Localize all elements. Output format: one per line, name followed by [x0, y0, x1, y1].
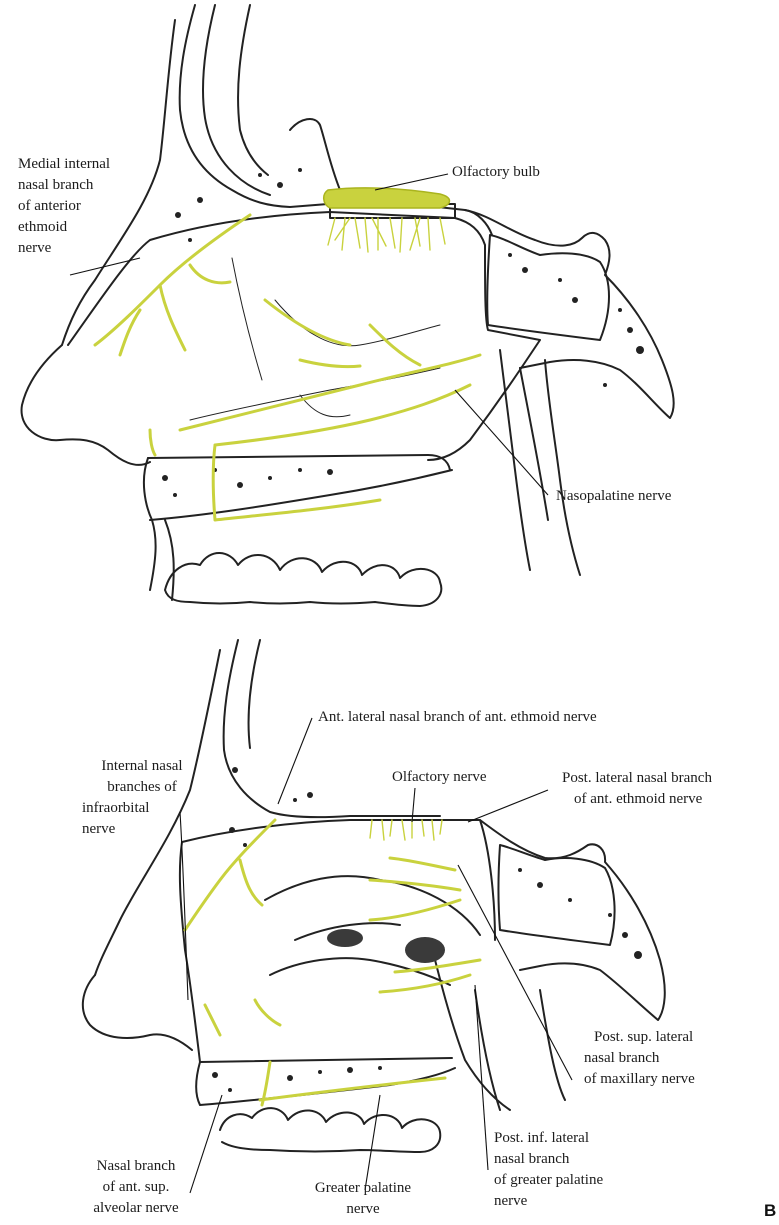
label-internal-nasal-line4: nerve	[72, 819, 212, 840]
top-frontal-bone	[180, 5, 328, 207]
panel-letter: B	[764, 1200, 776, 1221]
label-medial-internal-line2: nasal branch	[18, 175, 110, 196]
label-internal-nasal-line3: infraorbital	[72, 798, 212, 819]
top-septum-boundary	[68, 212, 540, 460]
label-post-inf-lateral-line3: of greater palatine	[494, 1170, 603, 1191]
top-panel-drawing	[22, 5, 674, 606]
top-olfactory-bulb-shape	[324, 188, 450, 208]
bottom-lateral-wall	[182, 820, 495, 940]
top-palate-upper	[148, 455, 450, 470]
top-nasopalatine-lower	[213, 385, 470, 520]
label-ant-lateral-text: Ant. lateral nasal branch of ant. ethmoi…	[318, 707, 597, 728]
label-nasal-branch-asa-line1: Nasal branch	[76, 1156, 196, 1177]
label-internal-nasal-line2: branches of	[72, 777, 212, 798]
label-medial-internal-line1: Medial internal	[18, 154, 110, 175]
label-medial-internal-line4: ethmoid	[18, 217, 110, 238]
bottom-turbinates	[265, 876, 480, 985]
label-medial-internal-line5: nerve	[18, 238, 110, 259]
leader-olfactory-bulb	[375, 174, 448, 190]
label-post-inf-lateral-line1: Post. inf. lateral	[494, 1128, 603, 1149]
label-post-sup-lateral-line1: Post. sup. lateral	[584, 1027, 695, 1048]
label-nasopalatine-nerve: Nasopalatine nerve	[556, 486, 671, 507]
label-olfactory-bulb: Olfactory bulb	[452, 162, 540, 183]
top-palate-lower	[150, 470, 452, 520]
label-nasal-branch-asa-line2: of ant. sup.	[76, 1177, 196, 1198]
label-internal-nasal-branches: Internal nasal branches of infraorbital …	[72, 756, 212, 840]
leader-ant-lateral	[278, 718, 312, 804]
bottom-middle-meatus-shadow	[327, 929, 363, 947]
top-pterygoid	[500, 350, 580, 575]
bottom-frontal-bone	[224, 640, 440, 817]
bottom-inferior-meatus-shadow	[405, 937, 445, 963]
top-nerves	[95, 188, 480, 520]
bottom-sphenoid	[480, 820, 665, 1020]
bottom-nose-outline	[83, 975, 192, 1050]
top-olfactory-fibers	[328, 218, 445, 252]
bottom-olfactory-fibers	[370, 820, 442, 840]
label-post-lateral-line2: of ant. ethmoid nerve	[562, 789, 712, 810]
top-anterior-ethmoid-branch	[95, 215, 250, 355]
leader-medial-internal	[70, 258, 140, 275]
label-post-sup-lateral-nasal-branch: Post. sup. lateral nasal branch of maxil…	[584, 1027, 695, 1090]
label-medial-internal-nasal-branch: Medial internal nasal branch of anterior…	[18, 154, 110, 259]
label-post-sup-lateral-line2: nasal branch	[584, 1048, 695, 1069]
top-teeth	[165, 553, 441, 606]
label-post-inf-lateral-nasal-branch: Post. inf. lateral nasal branch of great…	[494, 1128, 603, 1212]
label-ant-lateral-nasal-branch: Ant. lateral nasal branch of ant. ethmoi…	[318, 707, 597, 728]
leader-post-lateral	[468, 790, 548, 822]
label-greater-palatine-line2: nerve	[298, 1199, 428, 1220]
label-medial-internal-line3: of anterior	[18, 196, 110, 217]
top-septal-branches	[150, 300, 420, 455]
bottom-sphenoid-sinus	[499, 845, 615, 945]
top-sphenoid	[465, 210, 674, 418]
label-greater-palatine-line1: Greater palatine	[298, 1178, 428, 1199]
top-nose-outline	[22, 345, 150, 465]
label-post-inf-lateral-line4: nerve	[494, 1191, 603, 1212]
label-post-sup-lateral-line3: of maxillary nerve	[584, 1069, 695, 1090]
label-post-lateral-line1: Post. lateral nasal branch	[562, 768, 712, 789]
leader-greater-palatine	[365, 1095, 380, 1190]
label-nasal-branch-ant-sup-alveolar: Nasal branch of ant. sup. alveolar nerve	[76, 1156, 196, 1219]
top-nasal-bone-back	[238, 5, 268, 175]
label-nasopalatine-text: Nasopalatine nerve	[556, 486, 671, 507]
label-nasal-branch-asa-line3: alveolar nerve	[76, 1198, 196, 1219]
bottom-infraorbital-branches	[205, 1000, 280, 1035]
label-greater-palatine-nerve: Greater palatine nerve	[298, 1178, 428, 1220]
label-post-lateral-nasal-branch: Post. lateral nasal branch of ant. ethmo…	[562, 768, 712, 810]
bottom-teeth	[220, 1108, 440, 1152]
label-olfactory-nerve-text: Olfactory nerve	[392, 767, 487, 788]
label-olfactory-bulb-text: Olfactory bulb	[452, 162, 540, 183]
label-post-inf-lateral-line2: nasal branch	[494, 1149, 603, 1170]
label-internal-nasal-line1: Internal nasal	[72, 756, 212, 777]
leader-post-sup-lateral	[458, 865, 572, 1080]
label-olfactory-nerve: Olfactory nerve	[392, 767, 487, 788]
top-sphenoid-sinus	[487, 235, 609, 340]
